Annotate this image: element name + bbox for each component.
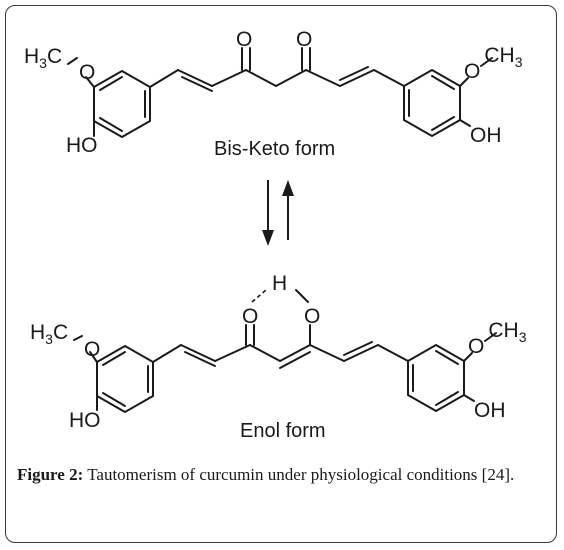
enol-structure: H3C O HO O O H OCH3 OH Enol form	[30, 272, 527, 442]
enol-left-ring	[96, 345, 154, 413]
enol-right-hydroxyl-label: OH	[474, 399, 506, 422]
figure-caption-text: Tautomerism of curcumin under physiologi…	[83, 465, 515, 484]
bridging-hydrogen-label: H	[272, 272, 287, 295]
keto-carbonyl-oxygen-1: O	[236, 28, 252, 51]
keto-right-methoxy-label: OCH3	[464, 44, 523, 83]
keto-left-ring	[93, 70, 151, 138]
figure-caption: Figure 2: Tautomerism of curcumin under …	[17, 464, 553, 486]
figure-caption-label: Figure 2:	[17, 465, 84, 484]
keto-carbonyl-oxygen-2: O	[296, 28, 312, 51]
bis-keto-structure: H3C O HO O O OCH3 OH Bis-Keto form	[24, 28, 523, 160]
keto-right-hydroxyl-label: OH	[470, 124, 502, 147]
keto-left-methoxy-oxygen: O	[79, 61, 95, 84]
keto-left-hydroxyl-label: HO	[66, 134, 98, 157]
enol-left-methoxy-oxygen: O	[84, 338, 100, 361]
enol-left-hydroxyl-label: HO	[69, 409, 101, 432]
enol-keto-oxygen: O	[242, 305, 258, 328]
keto-left-methoxy-label: H3C	[24, 45, 62, 71]
bis-keto-form-label: Bis-Keto form	[214, 138, 335, 160]
keto-right-ring	[403, 69, 461, 137]
enol-right-methoxy-label: OCH3	[468, 319, 527, 358]
curcumin-tautomerism-diagram: H3C O HO O O OCH3 OH Bis-Keto form	[24, 28, 527, 442]
enol-left-methoxy-label: H3C	[30, 321, 68, 347]
figure-frame	[5, 5, 557, 543]
enol-right-ring	[407, 344, 465, 412]
up-arrowhead	[282, 180, 294, 196]
enol-form-label: Enol form	[240, 420, 326, 442]
enol-hydroxyl-oxygen: O	[304, 305, 320, 328]
down-arrowhead	[262, 230, 274, 246]
equilibrium-arrows	[262, 180, 294, 246]
